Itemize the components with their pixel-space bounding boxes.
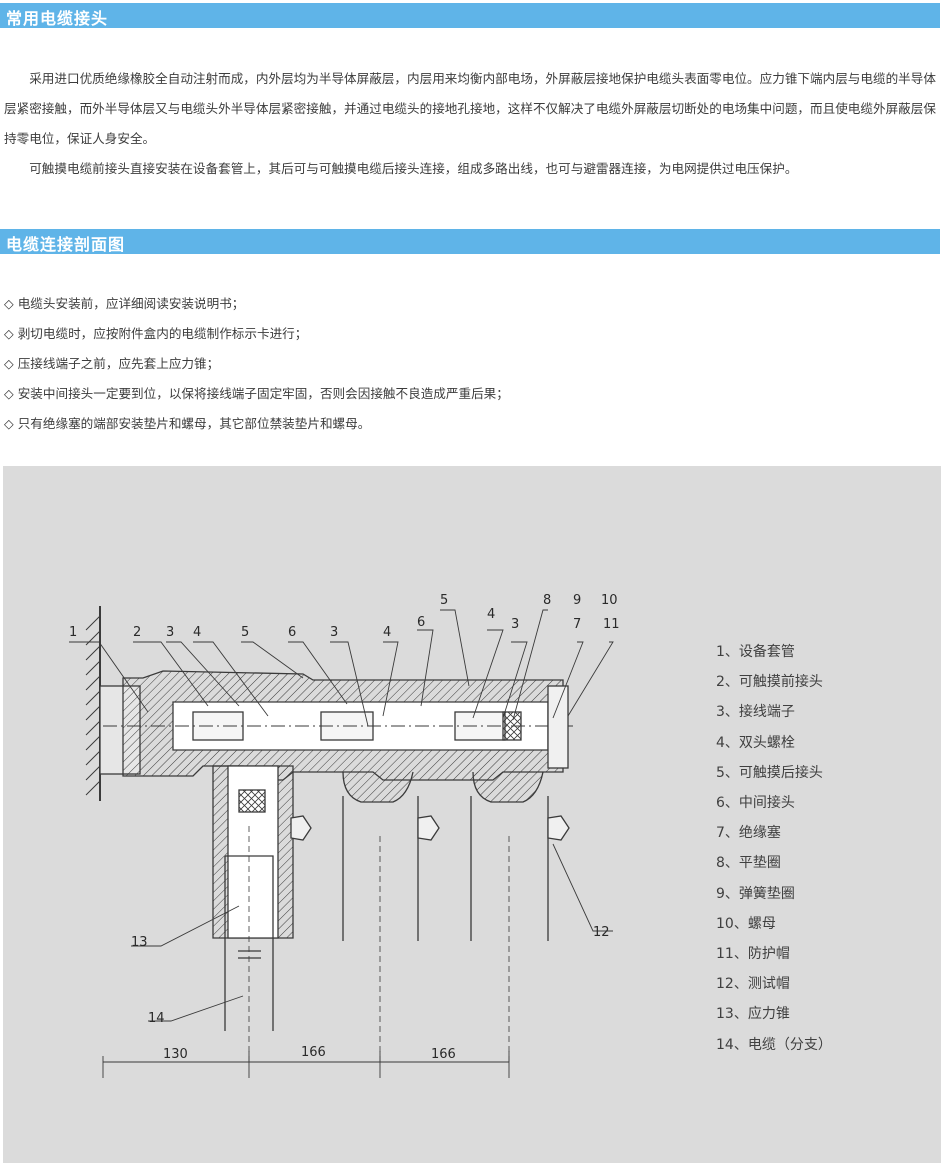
- legend-item: 10、螺母: [716, 915, 776, 932]
- callout-label: 5: [440, 593, 448, 608]
- intro-paragraph: 可触摸电缆前接头直接安装在设备套管上，其后可与可触摸电缆后接头连接，组成多路出线…: [29, 161, 798, 176]
- note-item: 安装中间接头一定要到位，以保将接线端子固定牢固，否则会因接触不良造成严重后果；: [4, 379, 940, 409]
- legend-item: 6、中间接头: [716, 795, 795, 812]
- section-title: 电缆连接剖面图: [6, 235, 126, 254]
- callout-label: 7: [573, 617, 581, 632]
- insulating-plug: [547, 685, 569, 769]
- wall-hatching: [85, 615, 101, 796]
- callout-label: 10: [601, 593, 618, 608]
- legend-item: 2、可触摸前接头: [716, 674, 823, 691]
- callout-label: 1: [69, 625, 77, 640]
- cross-section-drawing: 1 2 3 4 5 6 3 4 6 5 4 3 8 9 10 7 11 12 1…: [69, 593, 620, 1078]
- section-header-common-joints: 常用电缆接头: [0, 3, 940, 28]
- intro-text: 采用进口优质绝缘橡胶全自动注射而成，内外层均为半导体屏蔽层，内层用来均衡内部电场…: [4, 64, 940, 184]
- legend-item: 13、应力锥: [716, 1006, 790, 1023]
- note-item: 剥切电缆时，应按附件盒内的电缆制作标示卡进行；: [4, 319, 940, 349]
- callout-label: 3: [511, 617, 519, 632]
- legend-item: 7、绝缘塞: [716, 825, 781, 842]
- callout-label: 6: [288, 625, 296, 640]
- legend-item: 1、设备套管: [716, 644, 795, 660]
- callout-label: 8: [543, 593, 551, 608]
- dimension-label: 130: [163, 1047, 188, 1062]
- legend-item: 4、双头螺栓: [716, 734, 795, 751]
- nut: [502, 711, 522, 741]
- callout-label: 3: [330, 625, 338, 640]
- callout-label: 12: [593, 925, 610, 940]
- legend-item: 8、平垫圈: [716, 855, 781, 872]
- test-cap: [290, 815, 312, 841]
- parts-legend: 1、设备套管 2、可触摸前接头 3、接线端子 4、双头螺栓 5、可触摸后接头 6…: [716, 637, 916, 1060]
- cable-connection-diagram: 1 2 3 4 5 6 3 4 6 5 4 3 8 9 10 7 11 12 1…: [3, 466, 941, 1163]
- legend-item: 11、防护帽: [716, 946, 790, 963]
- callout-label: 4: [193, 625, 201, 640]
- test-cap: [547, 815, 570, 841]
- note-item: 只有绝缘塞的端部安装垫片和螺母，其它部位禁装垫片和螺母。: [4, 409, 940, 439]
- callout-label: 11: [603, 617, 620, 632]
- section-title: 常用电缆接头: [6, 9, 109, 28]
- note-item: 压接线端子之前，应先套上应力锥；: [4, 349, 940, 379]
- callout-label: 5: [241, 625, 249, 640]
- legend-item: 5、可触摸后接头: [716, 764, 823, 781]
- callout-label: 6: [417, 615, 425, 630]
- legend-item: 9、弹簧垫圈: [716, 885, 795, 902]
- dimension-lines: [102, 1051, 510, 1078]
- callout-label: 13: [131, 935, 148, 950]
- terminal-grid: [238, 789, 266, 813]
- callout-label: 4: [383, 625, 391, 640]
- callout-label: 2: [133, 625, 141, 640]
- dimension-label: 166: [301, 1045, 326, 1060]
- callout-label: 3: [166, 625, 174, 640]
- rear-connector-left: [342, 771, 414, 803]
- test-cap: [417, 815, 440, 841]
- leader-lines: [69, 609, 614, 1022]
- section-header-cross-section: 电缆连接剖面图: [0, 229, 940, 254]
- rear-connector-right: [472, 771, 544, 803]
- legend-item: 12、测试帽: [716, 976, 790, 993]
- callout-label: 4: [487, 607, 495, 622]
- callout-label: 9: [573, 593, 581, 608]
- legend-item: 14、电缆（分支）: [716, 1036, 832, 1053]
- legend-item: 3、接线端子: [716, 704, 795, 721]
- installation-notes: 电缆头安装前，应详细阅读安装说明书； 剥切电缆时，应按附件盒内的电缆制作标示卡进…: [4, 289, 940, 439]
- note-item: 电缆头安装前，应详细阅读安装说明书；: [4, 289, 940, 319]
- intro-paragraph: 采用进口优质绝缘橡胶全自动注射而成，内外层均为半导体屏蔽层，内层用来均衡内部电场…: [4, 71, 936, 146]
- callout-label: 14: [148, 1011, 165, 1026]
- dimension-label: 166: [431, 1047, 456, 1062]
